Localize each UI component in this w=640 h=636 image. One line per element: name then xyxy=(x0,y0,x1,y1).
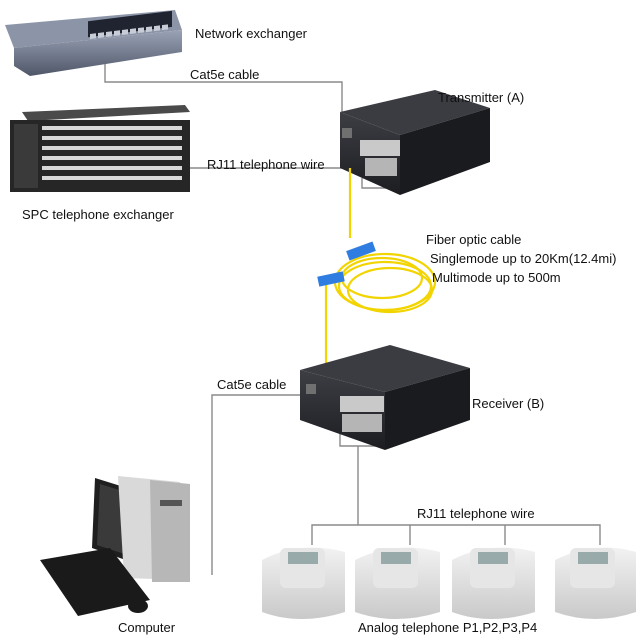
telephone-p2 xyxy=(355,547,440,619)
wires xyxy=(104,62,601,575)
cat5e-bottom-label: Cat5e cable xyxy=(217,377,287,392)
rj11-bottom-label: RJ11 telephone wire xyxy=(417,506,535,521)
sc-connectors xyxy=(317,241,376,287)
rj11-distribution-wire xyxy=(311,524,601,545)
cat5e-top-label: Cat5e cable xyxy=(190,67,260,82)
computer xyxy=(40,476,190,616)
telephone-p1 xyxy=(262,547,345,619)
cat5e-top-wire xyxy=(104,62,343,122)
cat5e-bottom-wire xyxy=(211,394,316,575)
rj11-top-label: RJ11 telephone wire xyxy=(207,157,325,172)
receiver-label: Receiver (B) xyxy=(472,396,545,411)
analog-phones-label: Analog telephone P1,P2,P3,P4 xyxy=(358,620,538,635)
telephone-p4 xyxy=(555,547,636,619)
network-exchanger-label: Network exchanger xyxy=(195,26,307,41)
spc-exchanger xyxy=(10,105,190,192)
transmitter-label: Transmitter (A) xyxy=(438,90,525,105)
fiber-cable-label: Fiber optic cable xyxy=(426,232,522,247)
multimode-label: Multimode up to 500m xyxy=(432,270,561,285)
receiver-box xyxy=(300,345,470,450)
telephone-p3 xyxy=(452,547,535,619)
network-exchanger xyxy=(5,10,182,76)
transmitter-box xyxy=(340,90,490,195)
spc-exchanger-label: SPC telephone exchanger xyxy=(22,207,174,222)
telephone-set xyxy=(262,547,636,619)
computer-label: Computer xyxy=(118,620,176,635)
singlemode-label: Singlemode up to 20Km(12.4mi) xyxy=(430,251,617,266)
